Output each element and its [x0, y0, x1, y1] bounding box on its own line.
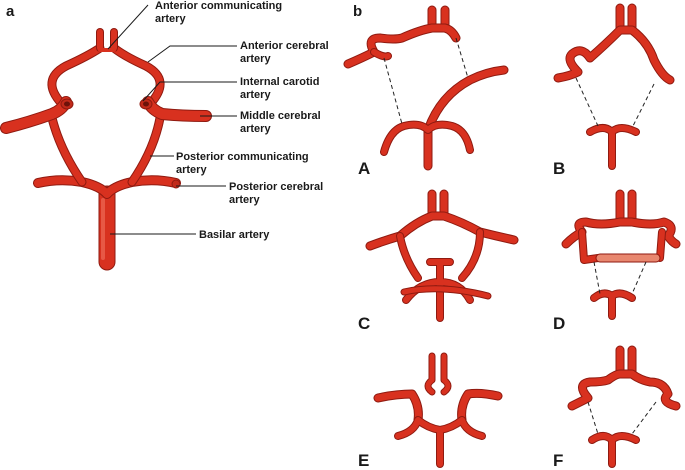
circle-ring-vessels [47, 28, 165, 187]
variant-e-diagram [373, 352, 503, 468]
panel-a-labels: Anterior communicating artery Anterior c… [155, 0, 329, 241]
label-anterior-communicating-1: Anterior communicating [155, 0, 282, 12]
label-middle-cerebral-1: Middle cerebral [240, 110, 321, 122]
posterior-cerebral-artery-vessel [33, 175, 181, 199]
variant-a-diagram [343, 5, 509, 171]
variant-e-letter: E [358, 451, 369, 470]
label-middle-cerebral-2: artery [240, 123, 271, 135]
middle-cerebral-artery-vessel [0, 96, 212, 134]
variant-b-letter: B [553, 159, 565, 178]
variant-a-letter: A [358, 159, 370, 178]
variant-f-letter: F [553, 451, 563, 470]
label-internal-carotid-1: Internal carotid [240, 76, 319, 88]
panel-a-letter: a [6, 3, 15, 20]
panel-a-leader-lines [107, 4, 237, 235]
label-basilar-artery: Basilar artery [199, 229, 270, 241]
label-posterior-cerebral-1: Posterior cerebral [229, 181, 323, 193]
variant-c-diagram [365, 189, 519, 322]
label-posterior-communicating-2: artery [176, 164, 207, 176]
label-internal-carotid-2: artery [240, 89, 271, 101]
variant-c-letter: C [358, 314, 370, 333]
variant-f-diagram [567, 345, 681, 468]
variant-b-diagram [553, 3, 675, 170]
variant-d-diagram [561, 189, 681, 320]
basilar-artery-vessel [98, 185, 116, 271]
label-posterior-cerebral-2: artery [229, 194, 260, 206]
label-posterior-communicating-1: Posterior communicating [176, 151, 309, 163]
label-anterior-cerebral-1: Anterior cerebral [240, 40, 329, 52]
label-anterior-cerebral-2: artery [240, 53, 271, 65]
internal-carotid-ends [60, 98, 181, 189]
panel-b-letter: b [353, 3, 362, 20]
panel-a-diagram [0, 28, 212, 271]
label-anterior-communicating-2: artery [155, 13, 186, 25]
variant-d-letter: D [553, 314, 565, 333]
